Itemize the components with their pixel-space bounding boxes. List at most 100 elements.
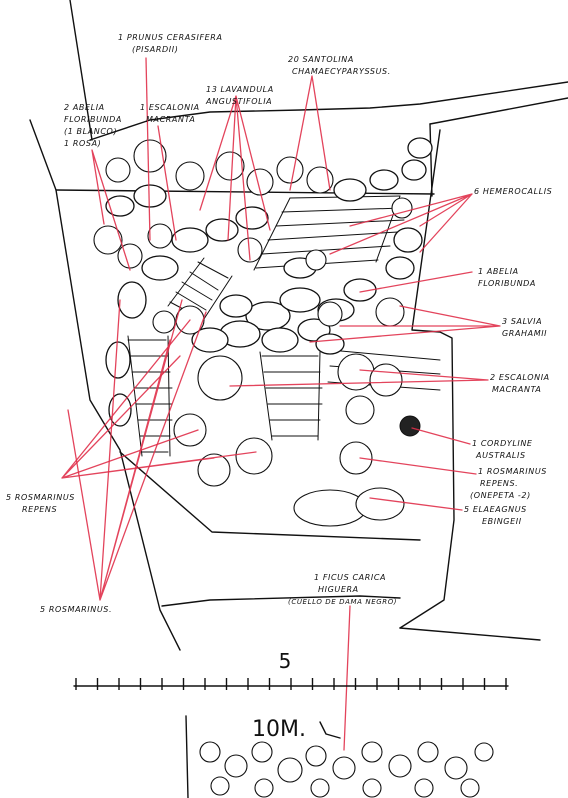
plant-shrub-icon <box>147 223 173 249</box>
stepping-stone-icon <box>385 256 415 280</box>
tree-canopy-icon <box>361 741 383 763</box>
label-escalonia-top-1: 1 ESCALONIA <box>140 103 200 112</box>
stepping-stone-icon <box>219 294 253 318</box>
tree-canopy-icon <box>254 778 274 798</box>
scale-end-label: 10M. <box>252 717 306 742</box>
tree-canopy-icon <box>414 778 434 798</box>
tree-canopy-icon <box>199 741 221 763</box>
leader-rosmarinus-repens <box>61 319 257 479</box>
bottom-terrace-line <box>119 451 421 541</box>
label-abelia-top-4: 1 ROSA) <box>64 139 101 148</box>
tree-canopy-icon <box>332 756 356 780</box>
stepping-stone-icon <box>343 278 377 302</box>
plant-shrub-icon <box>345 395 375 425</box>
label-elaeagnus-1: 5 ELAEAGNUS <box>464 505 527 514</box>
lower-edge-line <box>161 595 401 607</box>
right-bottom-line <box>399 627 541 641</box>
tree-canopy-icon <box>305 745 327 767</box>
scale-bar: 5 10M. <box>73 649 509 742</box>
tree-canopy-icon <box>310 778 330 798</box>
label-ficus-2: HIGUERA <box>318 585 359 594</box>
tree-canopy-icon <box>474 742 494 762</box>
scale-mid-label: 5 <box>279 649 292 673</box>
plant-shrub-icon <box>391 197 413 219</box>
leader-lavandula <box>199 95 271 261</box>
stepping-stone-icon <box>105 195 135 217</box>
label-abelia-top-1: 2 ABELIA <box>64 103 105 112</box>
label-ficus-3: (CUELLO DE DAMA NEGRO) <box>288 598 397 606</box>
stepping-stone-icon <box>393 227 423 253</box>
plant-shrub-icon <box>355 487 405 521</box>
leader-salvia <box>309 305 501 343</box>
label-escalonia-right-1: 2 ESCALONIA <box>490 373 550 382</box>
label-rosmarinus-repens-2: REPENS <box>22 505 57 514</box>
label-cordyline-1: 1 CORDYLINE <box>472 439 533 448</box>
stepping-stone-icon <box>171 227 209 253</box>
plant-shrub-icon <box>369 363 403 397</box>
stepping-stone-icon <box>315 333 345 355</box>
top-wall-line <box>89 81 568 141</box>
label-rosmarinus-right-2: REPENS. <box>480 479 518 488</box>
label-lavandula-2: ANGUSTIFOLIA <box>205 97 272 106</box>
plant-shrub-icon <box>173 413 207 447</box>
leader-rosmarinus-right <box>359 457 477 475</box>
stepping-stone-icon <box>108 393 132 427</box>
leader-cordyline <box>411 427 471 445</box>
top-wall-line-2 <box>429 97 568 125</box>
plant-shrub-icon <box>337 353 375 391</box>
upper-staircase <box>253 195 405 271</box>
plant-shrub-icon <box>306 166 334 194</box>
stepping-stone-icon <box>141 255 179 281</box>
stepping-stone-icon <box>133 184 167 208</box>
tree-canopy-icon <box>224 754 248 778</box>
plant-shrub-icon <box>197 355 243 401</box>
label-rosmarinus: 5 ROSMARINUS. <box>40 605 112 614</box>
tree-canopy-icon <box>444 756 468 780</box>
stepping-stone-icon <box>117 281 147 319</box>
stepping-stone-icon <box>205 218 239 242</box>
canopy-left-line <box>185 715 189 798</box>
tree-canopy-icon <box>417 741 439 763</box>
plant-shrub-icon <box>93 225 123 255</box>
leader-prunus <box>145 57 151 241</box>
left-staircase <box>167 257 233 323</box>
plant-shrub-icon <box>197 453 231 487</box>
plant-shrub-icon <box>215 151 245 181</box>
stepping-stone-icon <box>261 327 299 353</box>
plant-shrub-icon <box>293 489 367 527</box>
label-abelia-right-1: 1 ABELIA <box>478 267 519 276</box>
label-rosmarinus-right-1: 1 ROSMARINUS <box>478 467 547 476</box>
lower-left-stairs <box>127 335 173 457</box>
label-prunus-1: 1 PRUNUS CERASIFERA <box>118 33 223 42</box>
top-terrace-edge <box>55 189 435 195</box>
leader-santolina <box>289 75 331 191</box>
plant-shrub-icon <box>339 441 373 475</box>
stepping-stone-icon <box>235 206 269 230</box>
plant-shrub-icon <box>246 168 274 196</box>
leader-escalonia-top <box>157 125 177 241</box>
stepping-stone-icon <box>407 137 433 159</box>
stepping-stone-icon <box>245 301 291 331</box>
label-ficus-1: 1 FICUS CARICA <box>314 573 386 582</box>
site-boundary <box>29 0 568 651</box>
label-escalonia-right-2: MACRANTA <box>492 385 541 394</box>
label-abelia-top-3: (1 BLANCO) <box>64 127 117 136</box>
label-elaeagnus-2: EBINGEII <box>482 517 522 526</box>
stepping-stone-icon <box>191 327 229 353</box>
right-boundary-line <box>399 129 455 629</box>
plant-shrub-icon <box>276 156 304 184</box>
leader-rosmarinus <box>67 299 207 601</box>
label-abelia-right-2: FLORIBUNDA <box>478 279 536 288</box>
plant-shrub-icon <box>235 437 273 475</box>
label-rosmarinus-right-3: (ONEPETA -2) <box>470 491 531 500</box>
scale-ticks <box>75 678 507 690</box>
label-lavandula-1: 13 LAVANDULA <box>206 85 274 94</box>
label-salvia-2: GRAHAMII <box>502 329 547 338</box>
tree-canopy-icon <box>388 754 412 778</box>
stepping-stone-icon <box>401 159 427 181</box>
stepping-stone-icon <box>279 287 321 313</box>
right-wall-top <box>429 123 433 197</box>
leader-lines <box>61 57 501 751</box>
plant-shrub-icon <box>317 301 343 327</box>
